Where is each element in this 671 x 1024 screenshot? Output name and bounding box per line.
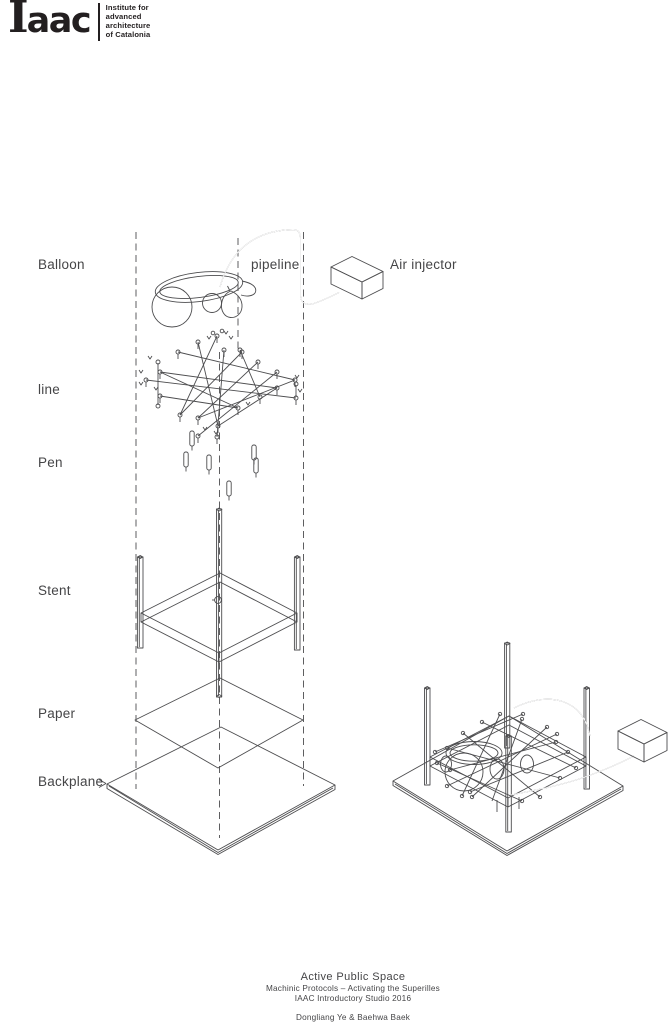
label-paper: Paper	[38, 706, 76, 721]
label-pen: Pen	[38, 455, 63, 470]
assembled-baseplate	[393, 716, 623, 856]
assembled-balloon	[441, 742, 534, 792]
logo-divider	[98, 3, 100, 41]
tagline-line: of Catalonia	[105, 30, 151, 39]
authors-line: Dongliang Ye & Baehwa Baek	[296, 1013, 410, 1023]
iaac-wordmark: Iaac	[8, 0, 92, 41]
label-line: line	[38, 382, 61, 397]
assembled-pipeline	[511, 699, 634, 795]
project-title: Active Public Space	[300, 971, 406, 983]
tagline-line: Institute for	[105, 3, 149, 12]
label-backplane: Backplane	[38, 774, 104, 789]
air-injector-box	[331, 257, 383, 300]
studio-line: IAAC Introductory Studio 2016	[294, 993, 412, 1003]
projection-dashed-lines	[136, 232, 304, 838]
assembled-frame	[424, 686, 590, 833]
project-subtitle: Machinic Protocols – Activating the Supe…	[266, 984, 440, 993]
label-air-injector: Air injector	[390, 257, 457, 272]
iaac-logo: Iaac Institute for advanced architecture…	[8, 0, 150, 41]
exploded-diagram	[99, 230, 383, 855]
wordmark-rest: aac	[26, 1, 92, 41]
label-balloon: Balloon	[38, 257, 85, 272]
line-network	[138, 329, 303, 445]
paper-sheet	[135, 678, 303, 768]
footer-credits: Active Public Space Machinic Protocols –…	[36, 971, 670, 1022]
label-pipeline: pipeline	[251, 257, 300, 272]
assembled-tall-post	[504, 641, 511, 748]
logo-tagline: Institute for advanced architecture of C…	[106, 0, 151, 39]
pen-group	[183, 430, 259, 501]
tagline-line: architecture	[105, 21, 151, 30]
pipeline-tube	[220, 230, 339, 305]
assembled-air-injector-box	[618, 720, 667, 763]
balloon-drawing	[152, 267, 256, 327]
wordmark-initial: I	[8, 0, 29, 43]
assembled-view	[393, 641, 667, 856]
tagline-line: advanced	[105, 12, 142, 21]
stent-frame	[137, 507, 300, 698]
backplane-sheet	[99, 727, 335, 855]
label-stent: Stent	[38, 583, 71, 598]
